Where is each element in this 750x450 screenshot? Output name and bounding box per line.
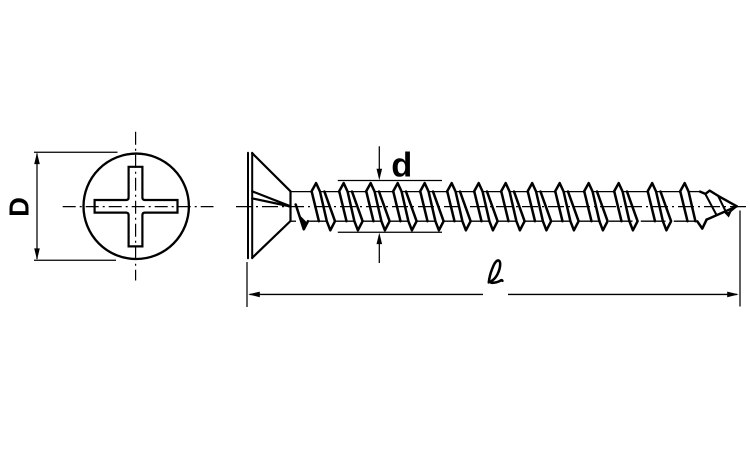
- svg-text:D: D: [3, 197, 34, 217]
- svg-text:d: d: [391, 146, 412, 184]
